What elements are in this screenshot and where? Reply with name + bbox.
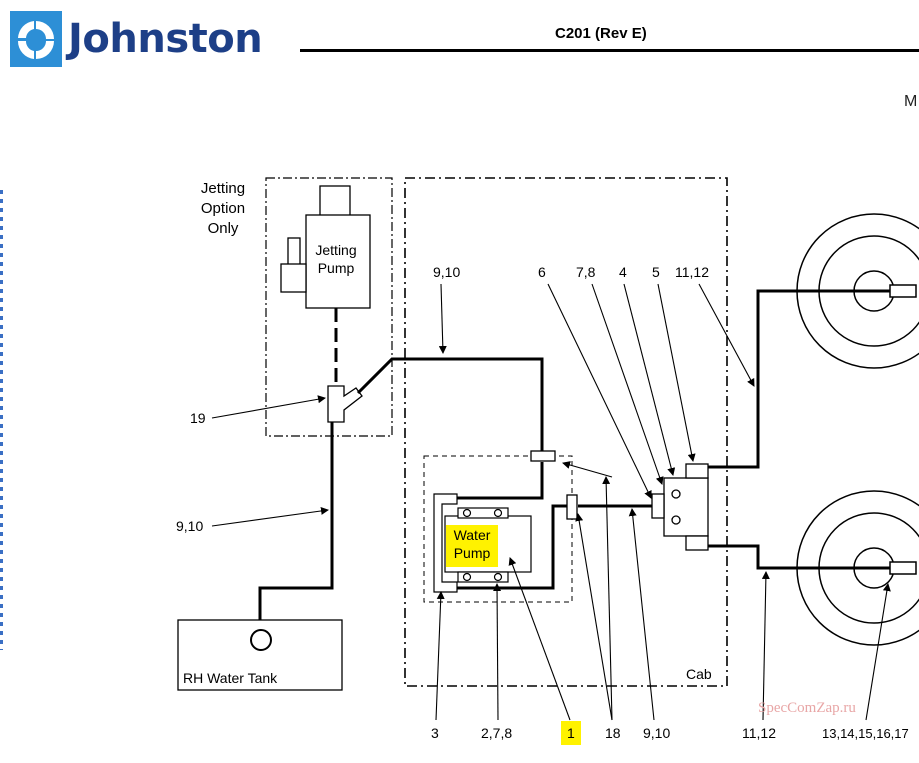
callout-9-10-top: 9,10: [433, 264, 460, 280]
callout-18: 18: [605, 725, 621, 741]
tank-label: RH Water Tank: [183, 670, 278, 686]
hose-tank-to-y: [258, 422, 334, 640]
hose-pump-outlet: [457, 504, 567, 590]
water-pump-label-line2: Pump: [454, 545, 491, 561]
watermark: SpecComZap.ru: [758, 700, 856, 716]
hose-filter-to-pump: [457, 462, 544, 500]
page-edge-strip: [0, 190, 3, 650]
callout-9-10-bottom: 9,10: [643, 725, 670, 741]
document-code: C201 (Rev E): [555, 25, 647, 42]
johnston-logo: Johnston: [10, 10, 263, 68]
jetting-pump: [280, 185, 371, 309]
cropped-heading-letter: M: [904, 93, 918, 110]
water-pump-highlight: [446, 525, 498, 567]
callout-2-7-8: 2,7,8: [481, 725, 512, 741]
callout-11-12-top: 11,12: [675, 264, 709, 280]
jetting-option-label-line3: Only: [208, 220, 239, 237]
water-pump-label-line1: Water: [454, 527, 491, 543]
hose-manifold-to-upper-reel: [708, 289, 890, 469]
cab-label: Cab: [686, 666, 712, 682]
manifold-valve: [651, 463, 709, 551]
callout-6: 6: [538, 264, 546, 280]
callout-4: 4: [619, 264, 627, 280]
callout-9-10-left: 9,10: [176, 518, 203, 534]
jetting-pump-label-line1: Jetting: [315, 242, 356, 258]
jetting-option-label-line1: Jetting: [201, 180, 245, 197]
jetting-pump-label-line2: Pump: [318, 260, 355, 276]
jetting-option-label-line2: Option: [201, 200, 245, 217]
callout-5: 5: [652, 264, 660, 280]
tank-outlet: [250, 629, 272, 651]
header-rule: [300, 49, 919, 52]
hose-reel-lower: [796, 490, 919, 646]
callout-3: 3: [431, 725, 439, 741]
callout-1-highlight: [561, 721, 581, 745]
y-fitting: [327, 385, 363, 423]
jetting-option-boundary: [265, 177, 393, 437]
callout-1: 1: [567, 725, 575, 741]
water-pump-boundary: [423, 455, 573, 603]
inline-fitting-right: [566, 494, 578, 520]
hose-manifold-to-lower-reel: [708, 544, 890, 570]
leader-lines: [211, 283, 891, 721]
cab-boundary: [404, 177, 728, 687]
hose-y-to-cab: [356, 357, 544, 452]
callout-11-12-bottom: 11,12: [742, 725, 776, 741]
inline-fitting-top: [530, 450, 556, 462]
callout-19: 19: [190, 410, 206, 426]
callout-7-8-top: 7,8: [576, 264, 596, 280]
johnston-logo-icon: [10, 11, 62, 67]
brand-name: Johnston: [68, 16, 263, 62]
callout-13-17: 13,14,15,16,17: [822, 726, 909, 741]
hoses: [258, 289, 890, 640]
hose-reel-upper: [796, 213, 919, 369]
